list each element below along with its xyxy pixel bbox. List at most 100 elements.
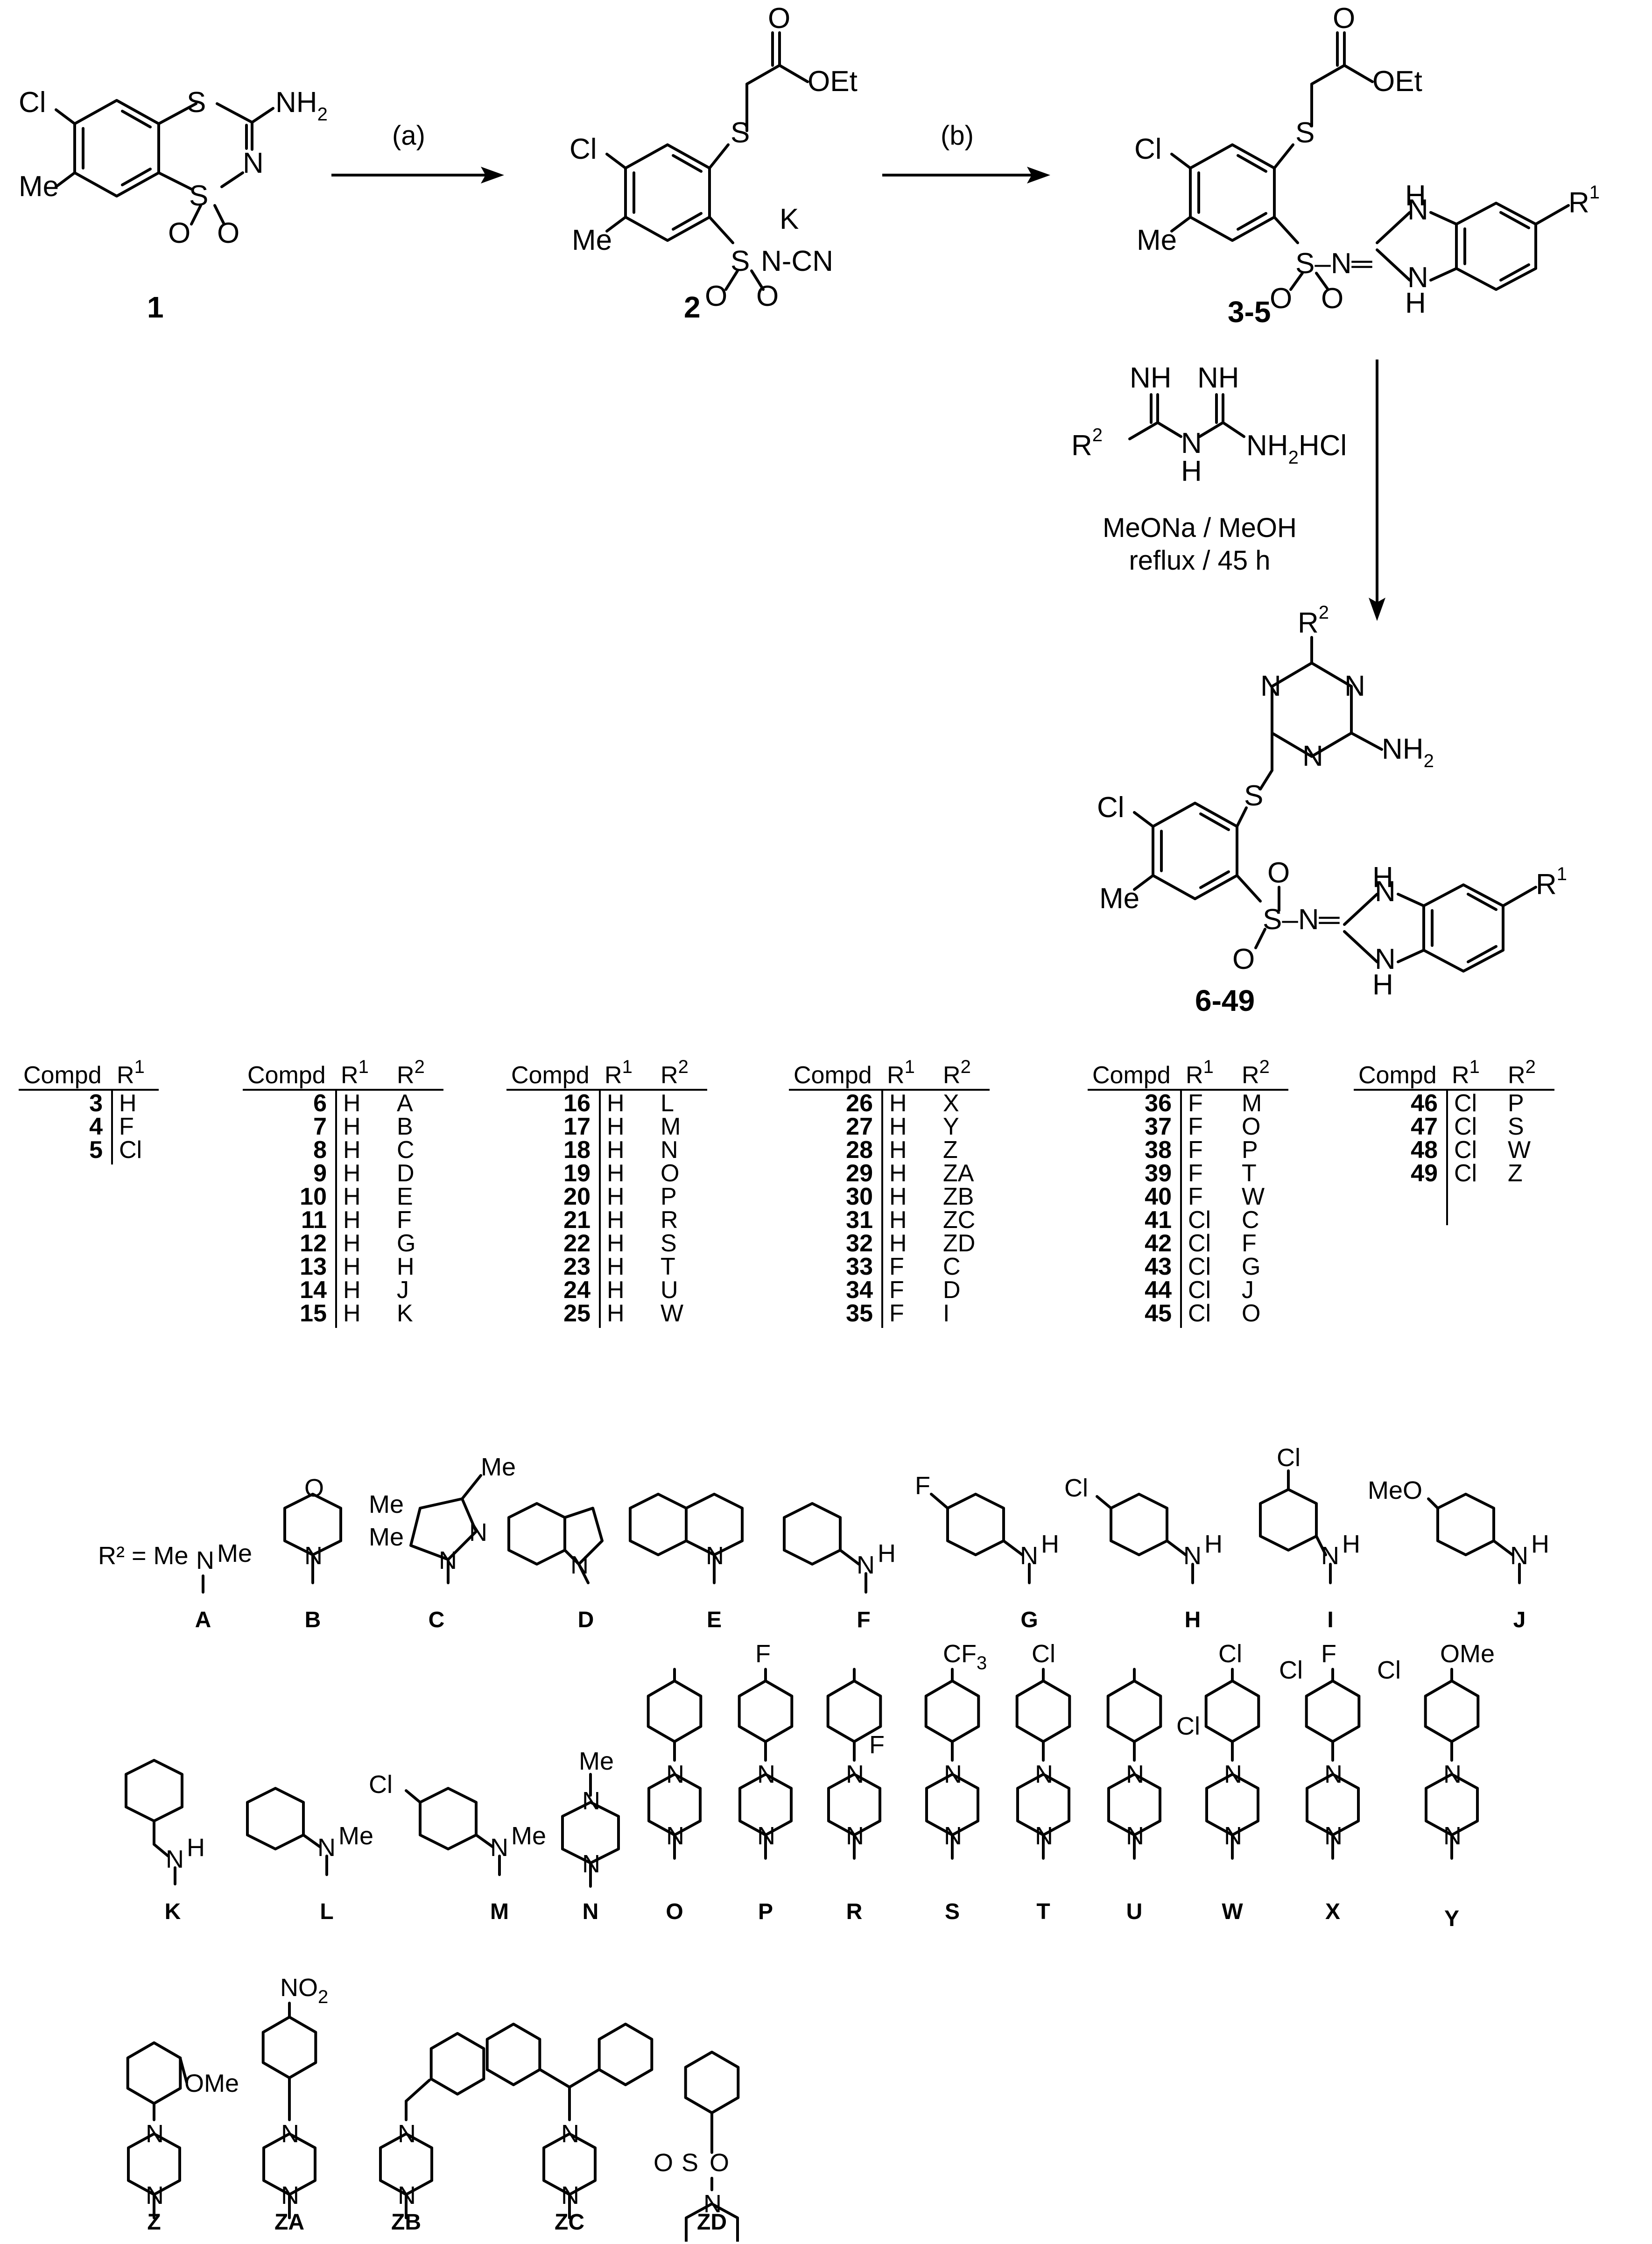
- r2-structure-A: N Me: [196, 1539, 252, 1594]
- atom-o: O: [1321, 282, 1343, 315]
- cell-r1: H: [343, 1090, 361, 1117]
- cell-r1: H: [343, 1113, 361, 1140]
- atom-o: O: [768, 2, 790, 35]
- r2-label-M: M: [490, 1899, 509, 1924]
- atom-k: K: [780, 203, 799, 235]
- atom-n: N: [1035, 1822, 1053, 1850]
- cell-r1: H: [607, 1300, 625, 1327]
- cell-r2: N: [661, 1136, 678, 1164]
- r2-structure-B: O N: [283, 1474, 342, 1584]
- r2-label-Z: Z: [147, 2210, 161, 2235]
- cell-r2: J: [397, 1277, 409, 1304]
- cell-r2: Y: [943, 1113, 959, 1140]
- cell-r2: T: [1242, 1160, 1257, 1187]
- atom-n: N: [846, 1822, 864, 1850]
- cell-compd: 3: [89, 1090, 103, 1117]
- cell-r2: Z: [1508, 1160, 1523, 1187]
- r2-structure-J: MeO N H: [1368, 1476, 1549, 1584]
- cell-r2: C: [397, 1136, 415, 1164]
- atom-h: H: [878, 1539, 896, 1567]
- r2-structure-G: F N H: [915, 1472, 1059, 1584]
- piperazine-structure: NN: [684, 2051, 740, 2244]
- atom-n: N: [1183, 1542, 1202, 1570]
- atom-n: N: [561, 2181, 579, 2209]
- atom-h: H: [1204, 1530, 1223, 1558]
- aryl-piperazine-structure: NN: [924, 1668, 980, 1860]
- cell-compd: 39: [1145, 1160, 1172, 1187]
- atom-h: H: [1531, 1530, 1549, 1558]
- atom-n: N: [1126, 1822, 1144, 1850]
- atom-cl: Cl: [1097, 791, 1125, 824]
- cell-compd: 49: [1411, 1160, 1438, 1187]
- compound-label: 2: [684, 290, 701, 324]
- cell-compd: 27: [846, 1113, 873, 1140]
- table-header: R2: [661, 1057, 689, 1089]
- cell-compd: 31: [846, 1207, 873, 1234]
- cell-r1: H: [607, 1160, 625, 1187]
- cell-r1: H: [607, 1090, 625, 1117]
- piperazine-structure: NN: [485, 2023, 654, 2219]
- atom-n: N: [1510, 1542, 1528, 1570]
- r2-structure-M: Cl N Me: [369, 1771, 546, 1876]
- atom-me: Me: [579, 1747, 614, 1775]
- atom-o: O: [304, 1474, 324, 1502]
- atom-cl: Cl: [1134, 133, 1162, 165]
- cell-r2: W: [1242, 1183, 1265, 1210]
- r2-structure-N: Me N N: [561, 1747, 620, 1888]
- atom-cf3: CF3: [943, 1640, 987, 1673]
- atom-n: N: [1020, 1542, 1038, 1570]
- atom-n: N: [561, 2120, 579, 2148]
- cell-r1: F: [1188, 1090, 1203, 1117]
- cell-r2: B: [397, 1113, 413, 1140]
- cell-r2: S: [1508, 1113, 1524, 1140]
- compound-label: 3-5: [1228, 295, 1271, 329]
- cell-compd: 41: [1145, 1207, 1172, 1234]
- atom-o: O: [217, 217, 239, 249]
- cell-r1: F: [119, 1113, 134, 1140]
- table-header: R1: [605, 1057, 633, 1089]
- atom-n: N: [582, 1787, 600, 1815]
- atom-n: N: [146, 2181, 164, 2209]
- aryl-piperazine-structure: NN: [1424, 1668, 1480, 1860]
- atom-me: Me: [511, 1822, 546, 1850]
- atom-nh: NH: [1197, 362, 1239, 394]
- piperazine-structure: NN: [126, 2041, 188, 2219]
- reagent-biguanide-structure: NH NH R2 N H NH2HCl: [1071, 362, 1347, 487]
- cell-compd: 8: [313, 1136, 327, 1164]
- cell-r2: E: [397, 1183, 413, 1210]
- atom-n: N: [1224, 1760, 1242, 1788]
- cell-r1: H: [607, 1277, 625, 1304]
- atom-r2: R2: [1071, 425, 1103, 462]
- atom-n: N: [1443, 1822, 1462, 1850]
- atom-n: N: [706, 1542, 724, 1570]
- cell-r1: H: [343, 1253, 361, 1280]
- cell-r1: H: [607, 1253, 625, 1280]
- cell-compd: 46: [1411, 1090, 1438, 1117]
- atom-s: S: [1295, 117, 1315, 149]
- r2-label-ZA: ZA: [274, 2210, 304, 2235]
- r2-label-A: A: [195, 1608, 211, 1632]
- atom-sn: S–N═: [1295, 247, 1373, 280]
- cell-compd: 9: [313, 1160, 327, 1187]
- cell-r1: H: [343, 1207, 361, 1234]
- cell-r2: L: [661, 1090, 674, 1117]
- atom-nh: NH: [1130, 362, 1172, 394]
- r2-label-N: N: [583, 1899, 599, 1924]
- atom-cl: Cl: [19, 86, 46, 119]
- r2-label-L: L: [320, 1899, 333, 1924]
- cell-compd: 38: [1145, 1136, 1172, 1164]
- r2-structure-E: N: [629, 1493, 744, 1584]
- atom-n: N: [666, 1760, 684, 1788]
